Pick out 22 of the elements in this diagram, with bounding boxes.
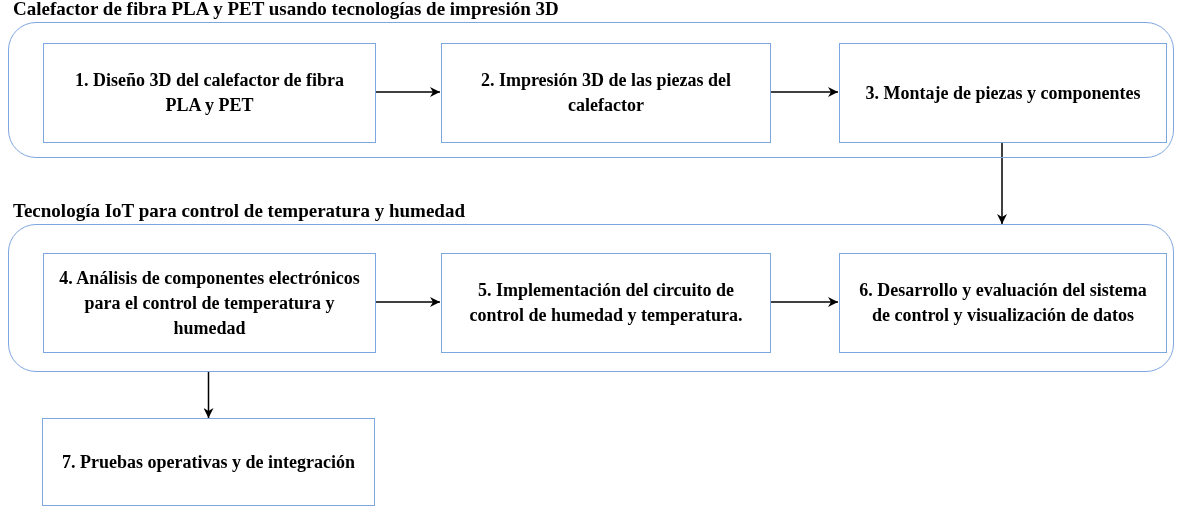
process-box xyxy=(839,43,1167,143)
step-text: 2. Impresión 3D de las piezas del calefactor xyxy=(479,69,733,117)
group-heading: Tecnología IoT para control de temperatura y humedad xyxy=(13,200,465,222)
step-text: 5. Implementación del circuito de control de humedad y temperatura. xyxy=(468,279,744,327)
step-text: 3. Montaje de piezas y componentes xyxy=(865,81,1141,105)
process-box xyxy=(43,43,376,143)
step-text: 4. Análisis de componentes electrónicos para el control de temperatura y humedad xyxy=(58,266,361,340)
arrow xyxy=(374,297,441,307)
process-box xyxy=(839,253,1167,353)
arrow xyxy=(997,141,1007,225)
process-box xyxy=(441,43,771,143)
step-text: 7. Pruebas operativas y de integración xyxy=(62,450,355,474)
group-heading: Calefactor de fibra PLA y PET usando tecnologías de impresión 3D xyxy=(13,0,559,20)
process-box xyxy=(42,418,375,506)
process-box xyxy=(441,253,771,353)
arrow xyxy=(769,87,839,97)
arrow xyxy=(203,371,214,419)
step-text: 1. Diseño 3D del calefactor de fibra PLA y PET xyxy=(73,69,346,117)
process-box xyxy=(43,253,376,353)
arrow xyxy=(769,297,839,307)
step-text: 6. Desarrollo y evaluación del sistema de control y visualización de datos xyxy=(858,279,1148,327)
arrow xyxy=(374,87,441,97)
